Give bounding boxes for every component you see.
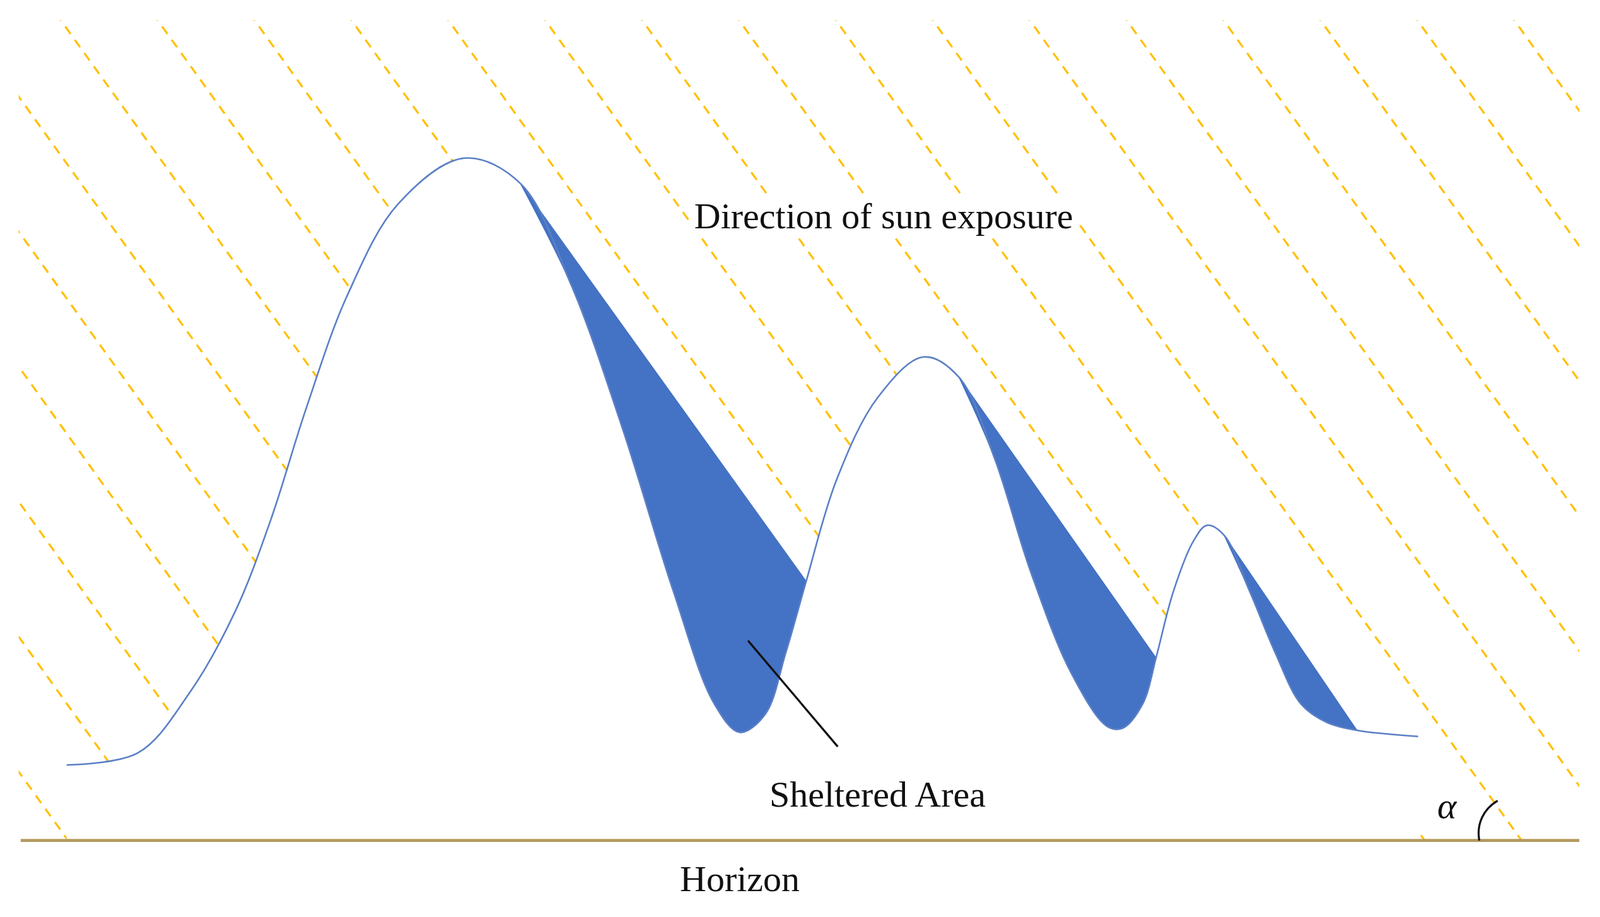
sun-ray <box>18 20 125 840</box>
sun-ray <box>1499 20 1580 840</box>
sheltered-area-label: Sheltered Area <box>764 772 991 818</box>
angle-label: α <box>1432 783 1462 829</box>
sheltered-area <box>959 377 1157 730</box>
sheltered-area <box>1224 535 1357 731</box>
sun-rays <box>18 20 1580 840</box>
leader-line <box>747 640 838 747</box>
sun-ray <box>1402 20 1580 840</box>
horizon-line <box>20 838 1580 842</box>
terrain-profile <box>66 157 1419 765</box>
terrain-fill <box>66 157 1419 841</box>
sun-ray <box>18 20 28 840</box>
sun-direction-label: Direction of sun exposure <box>689 194 1079 240</box>
horizon-label: Horizon <box>674 857 805 902</box>
angle-arc <box>1478 800 1498 841</box>
sheltered-areas <box>520 183 1357 733</box>
